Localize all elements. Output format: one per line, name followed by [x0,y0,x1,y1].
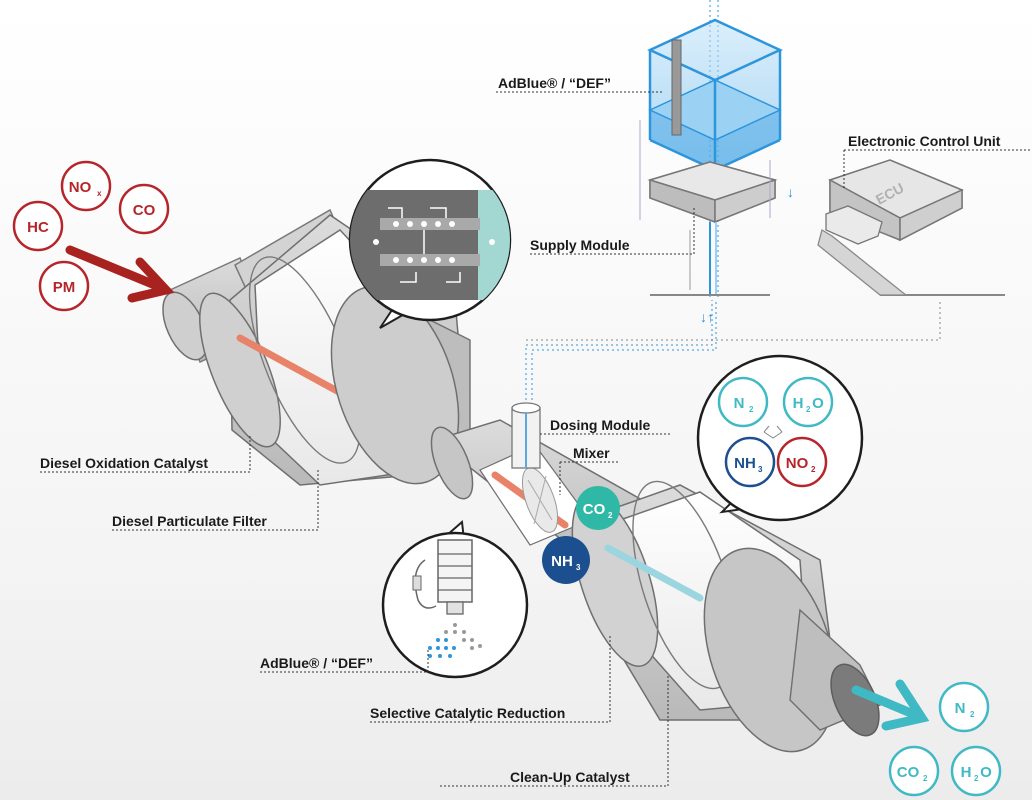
inlet-pollutant-molecules: NO x CO HC PM [12,160,170,312]
label-leader-lines [40,91,1032,787]
label-clean-up-catalyst: Clean-Up Catalyst [510,769,630,785]
injector-nozzle-illustration [412,539,482,658]
flow-down-arrow-icon: ↓ [787,184,794,200]
molecule-n2-out: N 2 [938,681,990,733]
exhaust-pipe-system [162,208,881,753]
svg-text:O: O [812,395,824,412]
label-selective-catalytic-reduction: Selective Catalytic Reduction [370,705,565,721]
molecule-nh3-bubble: NH 3 [724,436,776,488]
molecule-hc: HC [12,200,64,252]
label-mixer: Mixer [573,445,610,461]
svg-text:2: 2 [974,774,979,783]
label-diesel-particulate-filter: Diesel Particulate Filter [112,513,267,529]
molecule-h2o-out: H 2 O [950,745,1002,797]
svg-text:H: H [793,395,804,412]
svg-text:3: 3 [758,465,763,474]
label-adblue-nozzle: AdBlue® / “DEF” [260,655,373,671]
supply-module-block: ↓ ↓↑ [639,120,794,325]
svg-text:N: N [955,700,966,717]
reaction-arrows [763,425,783,439]
svg-text:NH: NH [734,455,756,472]
molecule-nox: NO x [60,160,112,212]
outlet-clean-molecules: N 2 CO 2 H 2 O [888,681,1002,797]
label-ecu: Electronic Control Unit [848,133,1001,149]
inlet-flow-arrow [65,245,175,303]
molecule-h2o: H 2 O [782,376,834,428]
svg-text:2: 2 [811,465,816,474]
label-diesel-oxidation-catalyst: Diesel Oxidation Catalyst [40,455,208,471]
molecule-co2-badge: CO 2 [576,486,620,530]
label-dosing-module: Dosing Module [550,417,651,433]
svg-text:2: 2 [749,405,754,414]
svg-text:HC: HC [27,219,49,236]
molecule-pm: PM [38,260,90,312]
svg-text:O: O [980,764,992,781]
molecule-co2-out: CO 2 [888,745,940,797]
svg-text:x: x [97,189,102,198]
svg-text:CO: CO [133,202,156,219]
filter-channel-illustration [350,190,510,300]
adblue-tank [647,0,783,300]
svg-text:3: 3 [576,563,581,572]
svg-text:2: 2 [608,511,613,520]
svg-text:NO: NO [786,455,809,472]
scr-reaction-bubble: N 2 H 2 O NH 3 NO 2 [696,354,864,522]
svg-text:2: 2 [923,774,928,783]
dosing-feed-line [525,300,717,400]
flow-up-down-arrows-icon: ↓↑ [700,309,714,325]
mixer-molecules: CO 2 NH 3 [542,486,620,584]
molecule-nh3-badge: NH 3 [542,536,590,584]
ecu-unit: ECU [817,159,964,296]
svg-text:H: H [961,764,972,781]
molecule-co: CO [118,183,170,235]
ecu-signal-line [526,300,941,341]
svg-text:2: 2 [806,405,811,414]
svg-text:NO: NO [69,179,92,196]
nozzle-magnifier-bubble [381,519,529,679]
outlet-flow-arrow [851,679,930,731]
label-adblue-tank: AdBlue® / “DEF” [498,75,611,91]
svg-text:CO: CO [897,764,920,781]
label-supply-module: Supply Module [530,237,630,253]
svg-text:N: N [734,395,745,412]
dpf-magnifier-bubble [348,158,512,329]
molecule-n2: N 2 [717,376,769,428]
svg-text:NH: NH [551,553,573,570]
svg-text:PM: PM [53,279,76,296]
svg-text:CO: CO [583,501,606,518]
svg-text:2: 2 [970,710,975,719]
molecule-no2: NO 2 [776,436,828,488]
